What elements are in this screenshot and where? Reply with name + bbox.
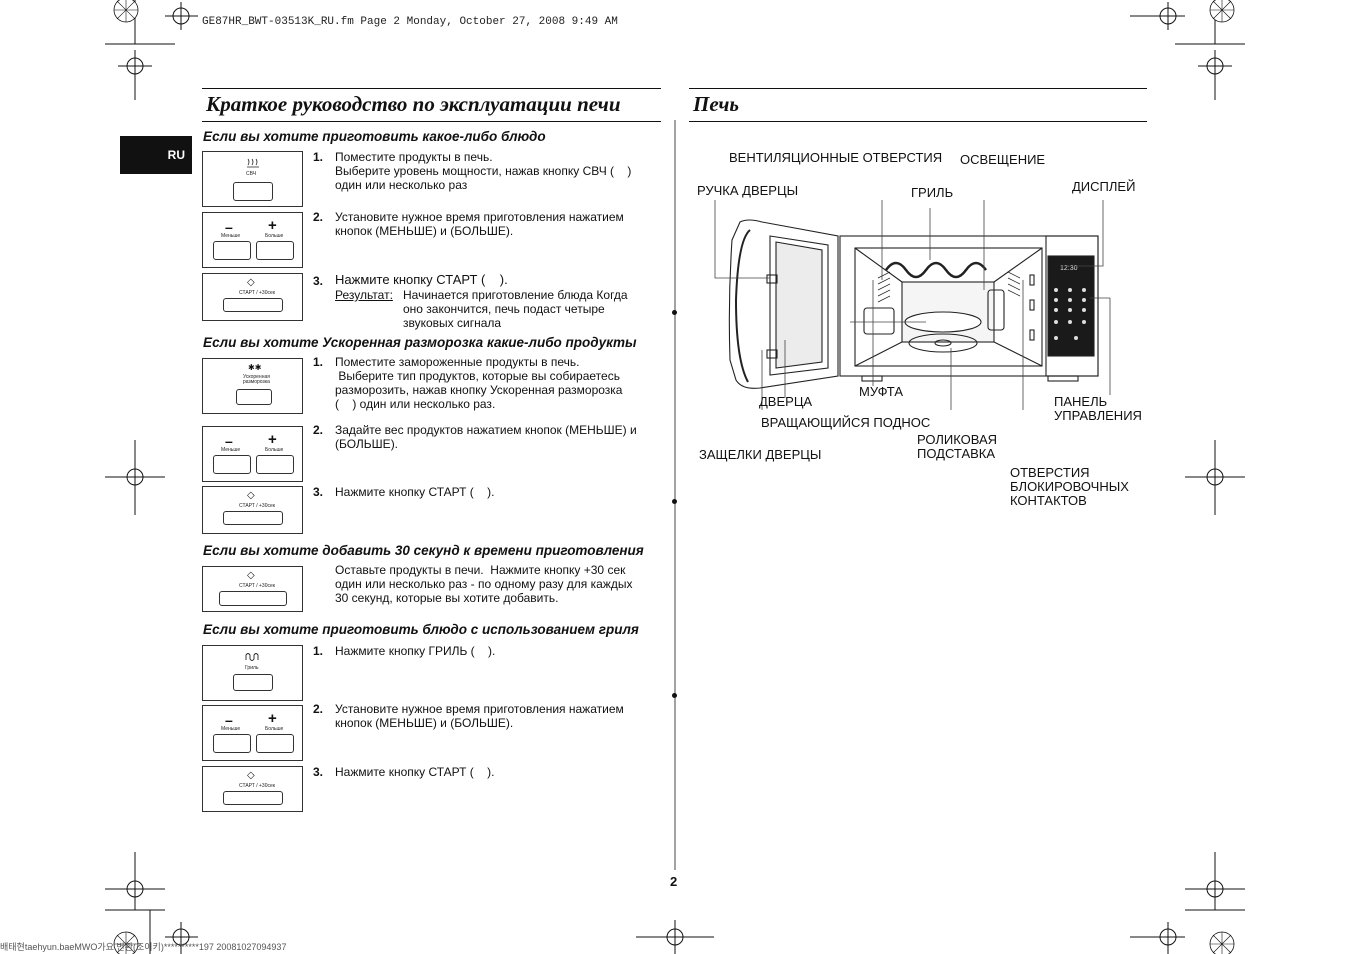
start-button-illustration: ◇ СТАРТ / +30сек [202,486,303,534]
label-vents: ВЕНТИЛЯЦИОННЫЕ ОТВЕРСТИЯ [729,150,943,165]
start-icon: ◇ [247,490,255,501]
microwave-button-illustration: СВЧ [202,151,303,207]
less-more-buttons-illustration: – + Меньше Больше [202,212,303,268]
binding-dot [672,310,677,315]
start-icon: ◇ [247,277,255,288]
minus-icon: – [225,433,233,449]
start-button-illustration: ◇ СТАРТ / +30сек [202,566,303,612]
page-title-right: Печь [693,92,739,116]
defrost-icon: ✱✱ [248,363,262,372]
label-door-latches: ЗАЩЕЛКИ ДВЕРЦЫ [699,447,822,462]
label-door: ДВЕРЦА [759,394,813,409]
label-safety-interlock-holes: ОТВЕРСТИЯ БЛОКИРОВОЧНЫХ КОНТАКТОВ [1010,465,1129,508]
step-text: Нажмите кнопку ГРИЛЬ ( ). [335,644,496,658]
page-number: 2 [670,874,678,889]
step-text: Нажмите кнопку СТАРТ ( ). [335,272,508,287]
section-heading: Если вы хотите приготовить блюдо с испол… [203,622,639,637]
start-button-illustration: ◇ СТАРТ / +30сек [202,766,303,812]
step-text: Нажмите кнопку СТАРТ ( ). [335,485,495,499]
label-display: ДИСПЛЕЙ [1072,179,1136,194]
less-more-buttons-illustration: – + Меньше Больше [202,705,303,761]
microwave-icon [247,158,259,168]
plus-icon: + [268,710,277,727]
label-door-handle: РУЧКА ДВЕРЦЫ [697,183,799,198]
svg-text:12:30: 12:30 [1060,265,1078,272]
step-text: Нажмите кнопку СТАРТ ( ). [335,765,495,779]
plus-icon: + [268,217,277,234]
section-heading: Если вы хотите добавить 30 секунд к врем… [203,543,644,558]
binding-dot [672,693,677,698]
step-text: Установите нужное время приготовления на… [335,702,624,730]
language-tab: RU [120,136,192,174]
section-heading: Если вы хотите приготовить какое-либо бл… [203,129,546,144]
less-more-buttons-illustration: – + Меньше Больше [202,426,303,482]
start-button-illustration: ◇ СТАРТ / +30сек [202,273,303,321]
footer-info: 배태현taehyun.baeMWO가요 변환(조이키)**********197… [0,942,287,952]
minus-icon: – [225,219,233,235]
step-text: Задайте вес продуктов нажатием кнопок (М… [335,423,637,451]
binding-dot [672,499,677,504]
label-coupler: МУФТА [859,384,903,399]
file-header: GE87HR_BWT-03513K_RU.fm Page 2 Monday, O… [202,16,618,28]
step-text: Установите нужное время приготовления на… [335,210,624,238]
start-icon: ◇ [247,570,255,581]
step-text: Поместите продукты в печь. Выберите уров… [335,150,632,192]
microwave-oven-illustration: 12:30 [714,200,1111,410]
grill-icon [245,653,259,661]
label-roller-ring: РОЛИКОВАЯ ПОДСТАВКА [917,432,998,461]
result-text: Начинается приготовление блюда Когда оно… [403,288,628,330]
label-turntable: ВРАЩАЮЩИЙСЯ ПОДНОС [761,415,931,430]
step-text: Оставьте продукты в печи. Нажмите кнопку… [335,563,633,605]
start-icon: ◇ [247,770,255,781]
defrost-button-illustration: ✱✱ Ускоренная разморозка [202,358,303,414]
label-grill: ГРИЛЬ [911,185,954,200]
plus-icon: + [268,431,277,448]
minus-icon: – [225,712,233,728]
page-title-left: Краткое руководство по эксплуатации печи [206,92,621,116]
label-light: ОСВЕЩЕНИЕ [960,152,1046,167]
result-label: Результат: [335,288,393,302]
label-control-panel: ПАНЕЛЬ УПРАВЛЕНИЯ [1054,394,1142,423]
step-text: Поместите замороженные продукты в печь. … [335,355,623,411]
grill-button-illustration: Гриль [202,645,303,701]
section-heading: Если вы хотите Ускоренная разморозка как… [203,335,637,350]
